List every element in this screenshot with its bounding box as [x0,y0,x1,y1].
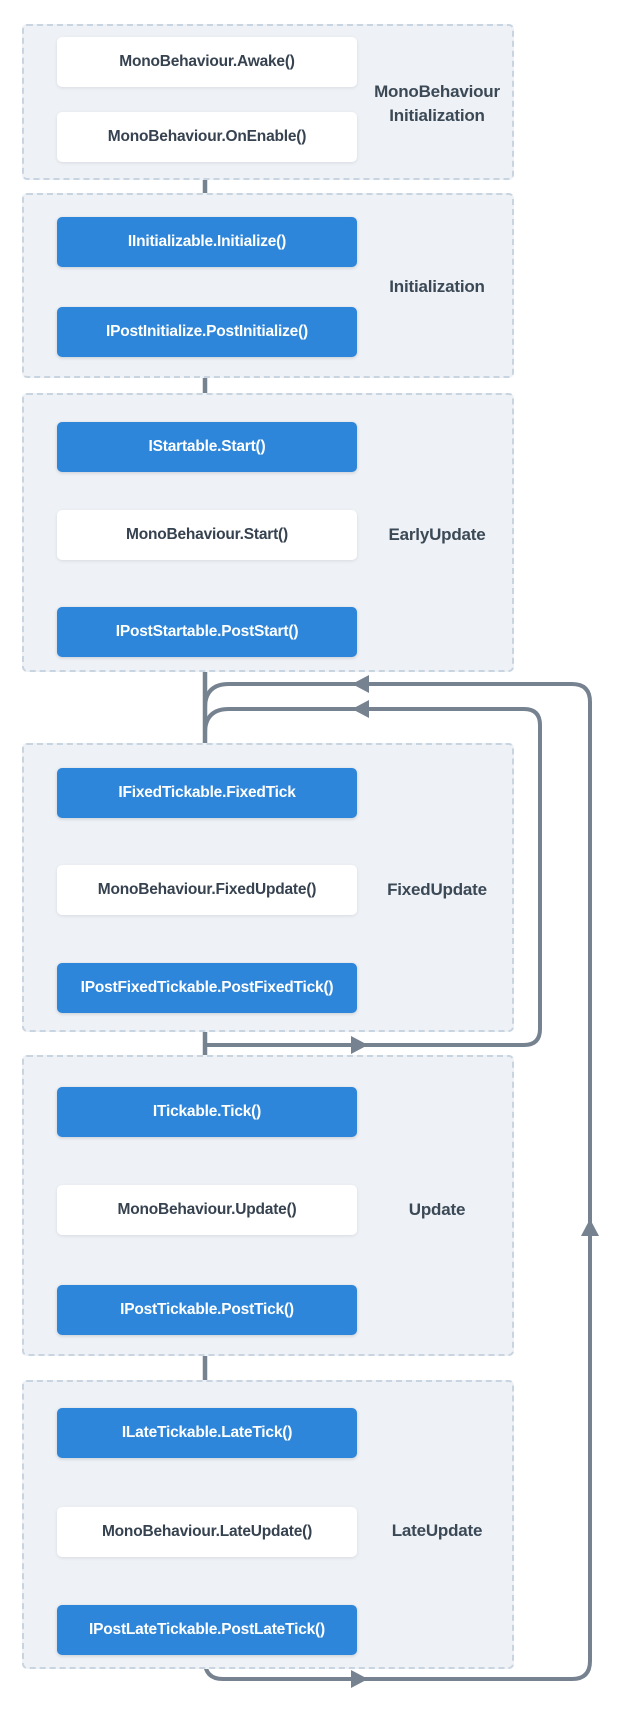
flow-box-itickable-tick: ITickable.Tick() [57,1087,357,1137]
flow-box-monobehaviour-awake: MonoBehaviour.Awake() [57,37,357,87]
flow-box-monobehaviour-fixedupdate: MonoBehaviour.FixedUpdate() [57,865,357,915]
flow-box-monobehaviour-lateupdate: MonoBehaviour.LateUpdate() [57,1507,357,1557]
flow-box-ifixedtickable-fixedtick: IFixedTickable.FixedTick [57,768,357,818]
flow-box-istartable-start: IStartable.Start() [57,422,357,472]
section-label-update: Update [408,1200,466,1219]
flow-box-iposttickable-posttick: IPostTickable.PostTick() [57,1285,357,1335]
flow-box-ilatetickable-latetick: ILateTickable.LateTick() [57,1408,357,1458]
flow-box-ipostlatetickable-postlatetick: IPostLateTickable.PostLateTick() [57,1605,357,1655]
section-label-fixedupdate: FixedUpdate [387,880,487,899]
section-label-initialization: Initialization [389,277,485,296]
section-label-lateupdate: LateUpdate [391,1521,483,1540]
flow-box-monobehaviour-update: MonoBehaviour.Update() [57,1185,357,1235]
flow-box-monobehaviour-start: MonoBehaviour.Start() [57,510,357,560]
flow-box-ipostinitialize-postinitialize: IPostInitialize.PostInitialize() [57,307,357,357]
flow-box-ipostfixedtickable-postfixedtick: IPostFixedTickable.PostFixedTick() [57,963,357,1013]
flow-box-monobehaviour-onenable: MonoBehaviour.OnEnable() [57,112,357,162]
flow-box-iinitializable-initialize: IInitializable.Initialize() [57,217,357,267]
section-label-monobehaviour-initialization: MonoBehaviour Initialization [374,82,500,125]
flow-box-ipoststartable-poststart: IPostStartable.PostStart() [57,607,357,657]
section-label-earlyupdate: EarlyUpdate [388,525,486,544]
